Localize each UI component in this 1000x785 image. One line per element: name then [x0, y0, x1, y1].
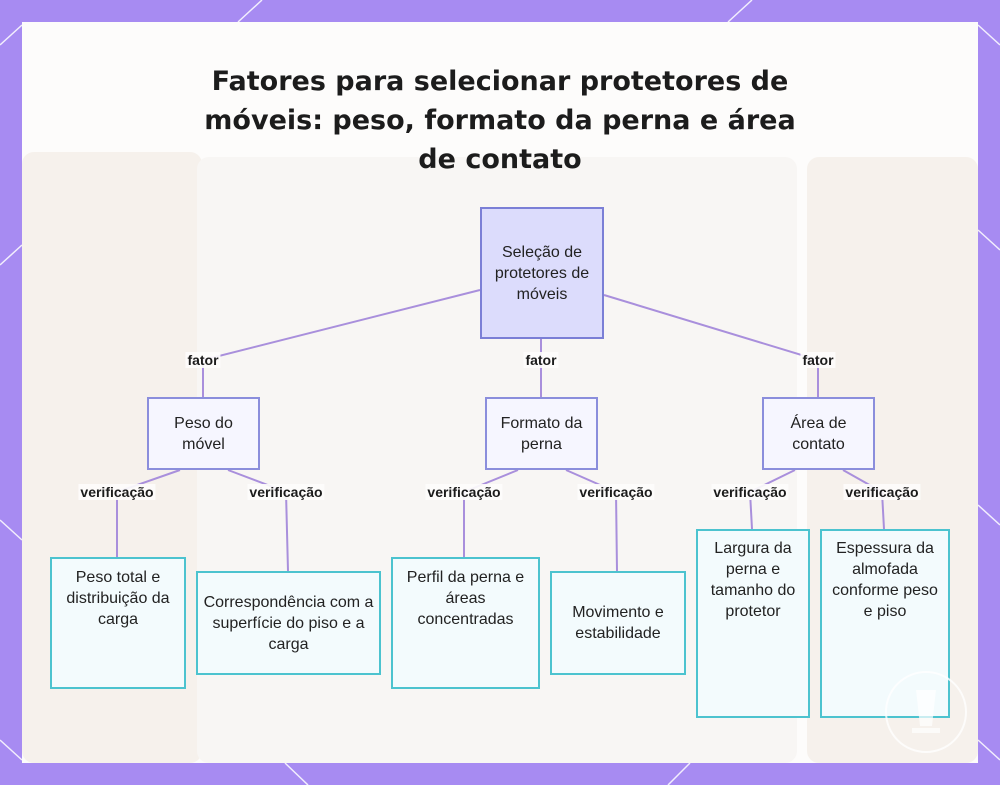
diagram-title: Fatores para selecionar protetores de mó…	[204, 66, 796, 175]
edge-root-peso	[202, 289, 481, 397]
factor-node-label: Formato da perna	[500, 414, 583, 453]
check-node: Correspondência com a superfície do piso…	[196, 571, 381, 675]
check-node-label: Largura da perna e tamanho do protetor	[710, 540, 796, 620]
check-node: Peso total e distribuição da carga	[50, 557, 186, 689]
edge-root-area	[603, 294, 819, 397]
factor-node-label: Área de contato	[790, 414, 847, 453]
factor-node-area: Área de contato	[762, 397, 875, 470]
check-node: Perfil da perna e áreas concentradas	[391, 557, 540, 689]
edge-label-check: verificação	[425, 484, 503, 500]
root-node-label: Seleção de protetores de móveis	[494, 243, 590, 303]
check-node-label: Espessura da almofada conforme peso e pi…	[832, 540, 938, 620]
factor-node-formato: Formato da perna	[485, 397, 598, 470]
root-node: Seleção de protetores de móveis	[480, 207, 604, 339]
check-node: Largura da perna e tamanho do protetor	[696, 529, 810, 718]
factor-node-peso: Peso do móvel	[147, 397, 260, 470]
edge-label-factor: fator	[185, 352, 221, 368]
edge-label-factor: fator	[800, 352, 836, 368]
check-node-label: Peso total e distribuição da carga	[66, 569, 170, 628]
check-node-label: Perfil da perna e áreas concentradas	[406, 569, 525, 628]
edge-label-check: verificação	[711, 484, 789, 500]
check-node-label: Correspondência com a superfície do piso…	[203, 593, 374, 653]
edge-label-check: verificação	[843, 484, 921, 500]
edge-label-check: verificação	[78, 484, 156, 500]
check-node-label: Movimento e estabilidade	[572, 604, 664, 642]
edge-label-check: verificação	[247, 484, 325, 500]
edge-label-factor: fator	[523, 352, 559, 368]
check-node: Movimento e estabilidade	[550, 571, 686, 675]
watermark-icon	[885, 671, 967, 753]
factor-node-label: Peso do móvel	[174, 414, 233, 453]
check-node: Espessura da almofada conforme peso e pi…	[820, 529, 950, 718]
edge-label-check: verificação	[577, 484, 655, 500]
